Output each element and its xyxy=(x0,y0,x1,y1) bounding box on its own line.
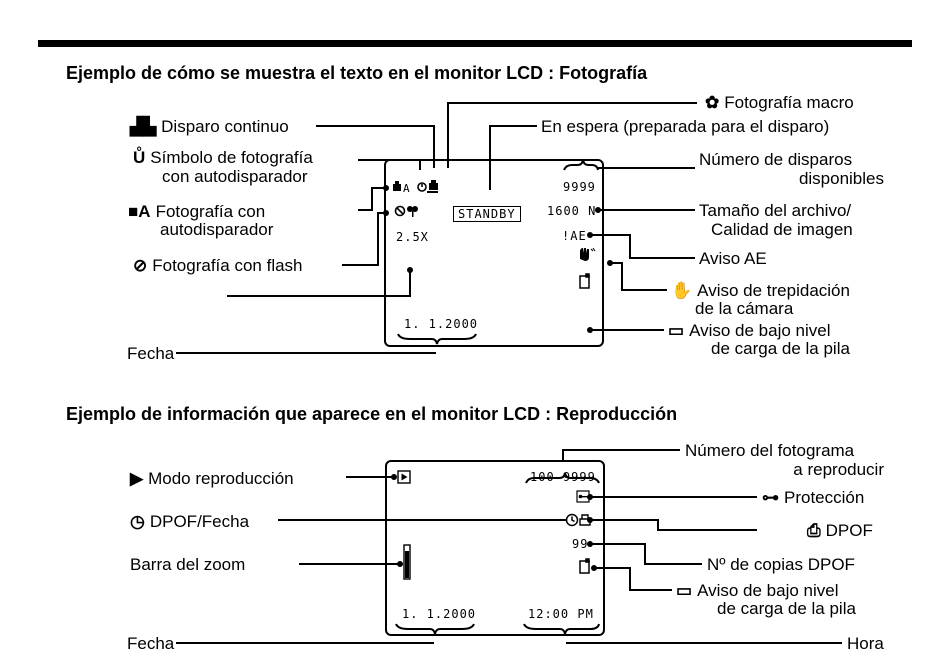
camera-shake-icon: ✋ xyxy=(671,281,693,300)
image-quality-label: Calidad de imagen xyxy=(711,220,853,239)
file-size-label: Tamaño del archivo/ xyxy=(699,201,852,220)
lcd-date: 1. 1.2000 xyxy=(404,317,479,331)
shooting-section-title: Ejemplo de cómo se muestra el texto en e… xyxy=(66,63,648,83)
lcd-playback-time: 12:00 PM xyxy=(528,607,594,621)
macro-icon: ✿ xyxy=(705,93,720,112)
lcd-file-size: 1600 N xyxy=(547,204,597,218)
playback-low-battery-label: ▭Aviso de bajo nivel xyxy=(676,581,839,600)
frame-number-label-line2: a reproducir xyxy=(793,460,884,479)
dpof-print-icon: ⎙ xyxy=(807,521,821,540)
dpof-copies-label: Nº de copias DPOF xyxy=(707,555,855,574)
time-label: Hora xyxy=(847,634,884,653)
self-timer-icon: Ů xyxy=(133,148,146,167)
low-battery-label-line2: de carga de la pila xyxy=(711,339,850,358)
shots-remaining-label-line2: disponibles xyxy=(798,169,884,188)
protection-label: ⊶Protección xyxy=(762,488,865,507)
protect-key-icon: ⊶ xyxy=(762,488,779,507)
continuous-shooting-label: ▟▙Disparo continuo xyxy=(130,117,289,136)
lcd-zoom-bar xyxy=(403,544,411,580)
shooting-lcd-frame xyxy=(384,159,604,347)
battery-icon: ▭ xyxy=(676,581,693,600)
top-rule xyxy=(38,40,912,47)
standby-label: En espera (preparada para el disparo) xyxy=(541,117,830,136)
lcd-standby-indicator: STANDBY xyxy=(453,206,521,222)
self-timer-label-line2: con autodisparador xyxy=(162,167,308,186)
ae-warning-label: Aviso AE xyxy=(699,249,767,268)
lcd-shots-remaining: 9999 xyxy=(563,180,596,194)
battery-icon: ▭ xyxy=(668,321,685,340)
playback-date-label: Fecha xyxy=(127,634,175,653)
self-timer-auto-label-line2: autodisparador xyxy=(160,220,274,239)
shooting-date-label: Fecha xyxy=(127,344,175,363)
playback-lcd-frame xyxy=(385,460,605,636)
low-battery-label: ▭Aviso de bajo nivel xyxy=(668,321,831,340)
play-mode-icon: ▶ xyxy=(130,469,144,488)
lcd-zoom-value: 2.5X xyxy=(396,230,429,244)
frame-number-label: Número del fotograma xyxy=(685,441,855,460)
flash-off-label: ⊘Fotografía con flash xyxy=(133,256,303,275)
play-mode-label: ▶Modo reproducción xyxy=(130,469,294,488)
lcd-frame-number: 100-9999 xyxy=(530,470,596,484)
camera-shake-label-line2: de la cámara xyxy=(695,299,794,318)
lcd-battery-icon xyxy=(579,273,590,289)
lcd-clock-icon xyxy=(565,513,579,527)
macro-label: ✿Fotografía macro xyxy=(705,93,854,112)
lcd-self-timer-auto-text: A xyxy=(403,182,411,195)
lcd-self-timer-auto-icon xyxy=(393,181,401,191)
lcd-macro-icon xyxy=(407,206,418,217)
lcd-ae-warning: !AE xyxy=(562,229,587,243)
dpof-date-label: ◷DPOF/Fecha xyxy=(130,512,250,531)
lcd-continuous-icon xyxy=(427,180,438,193)
lcd-playback-date: 1. 1.2000 xyxy=(402,607,477,621)
zoom-bar-label: Barra del zoom xyxy=(130,555,246,574)
clock-icon: ◷ xyxy=(130,512,145,531)
flash-off-icon: ⊘ xyxy=(133,256,148,275)
lcd-flash-off-icon xyxy=(394,205,406,217)
lcd-protect-icon xyxy=(576,490,590,503)
continuous-shooting-icon: ▟▙ xyxy=(130,117,157,136)
playback-low-battery-label-line2: de carga de la pila xyxy=(717,599,856,618)
shots-remaining-label: Número de disparos xyxy=(699,150,853,169)
lcd-self-timer-icon xyxy=(417,182,427,192)
lcd-dpof-copies: 99 xyxy=(572,537,589,551)
playback-section-title: Ejemplo de información que aparece en el… xyxy=(66,404,678,424)
lcd-play-mode-icon xyxy=(397,470,411,484)
lcd-dpof-icon xyxy=(579,514,591,526)
lcd-battery-icon-2 xyxy=(579,558,590,574)
dpof-label: ⎙DPOF xyxy=(807,521,873,540)
self-timer-auto-icon: ■A xyxy=(128,202,151,221)
camera-shake-label: ✋Aviso de trepidación xyxy=(671,281,850,300)
lcd-camera-shake-icon xyxy=(580,247,596,261)
